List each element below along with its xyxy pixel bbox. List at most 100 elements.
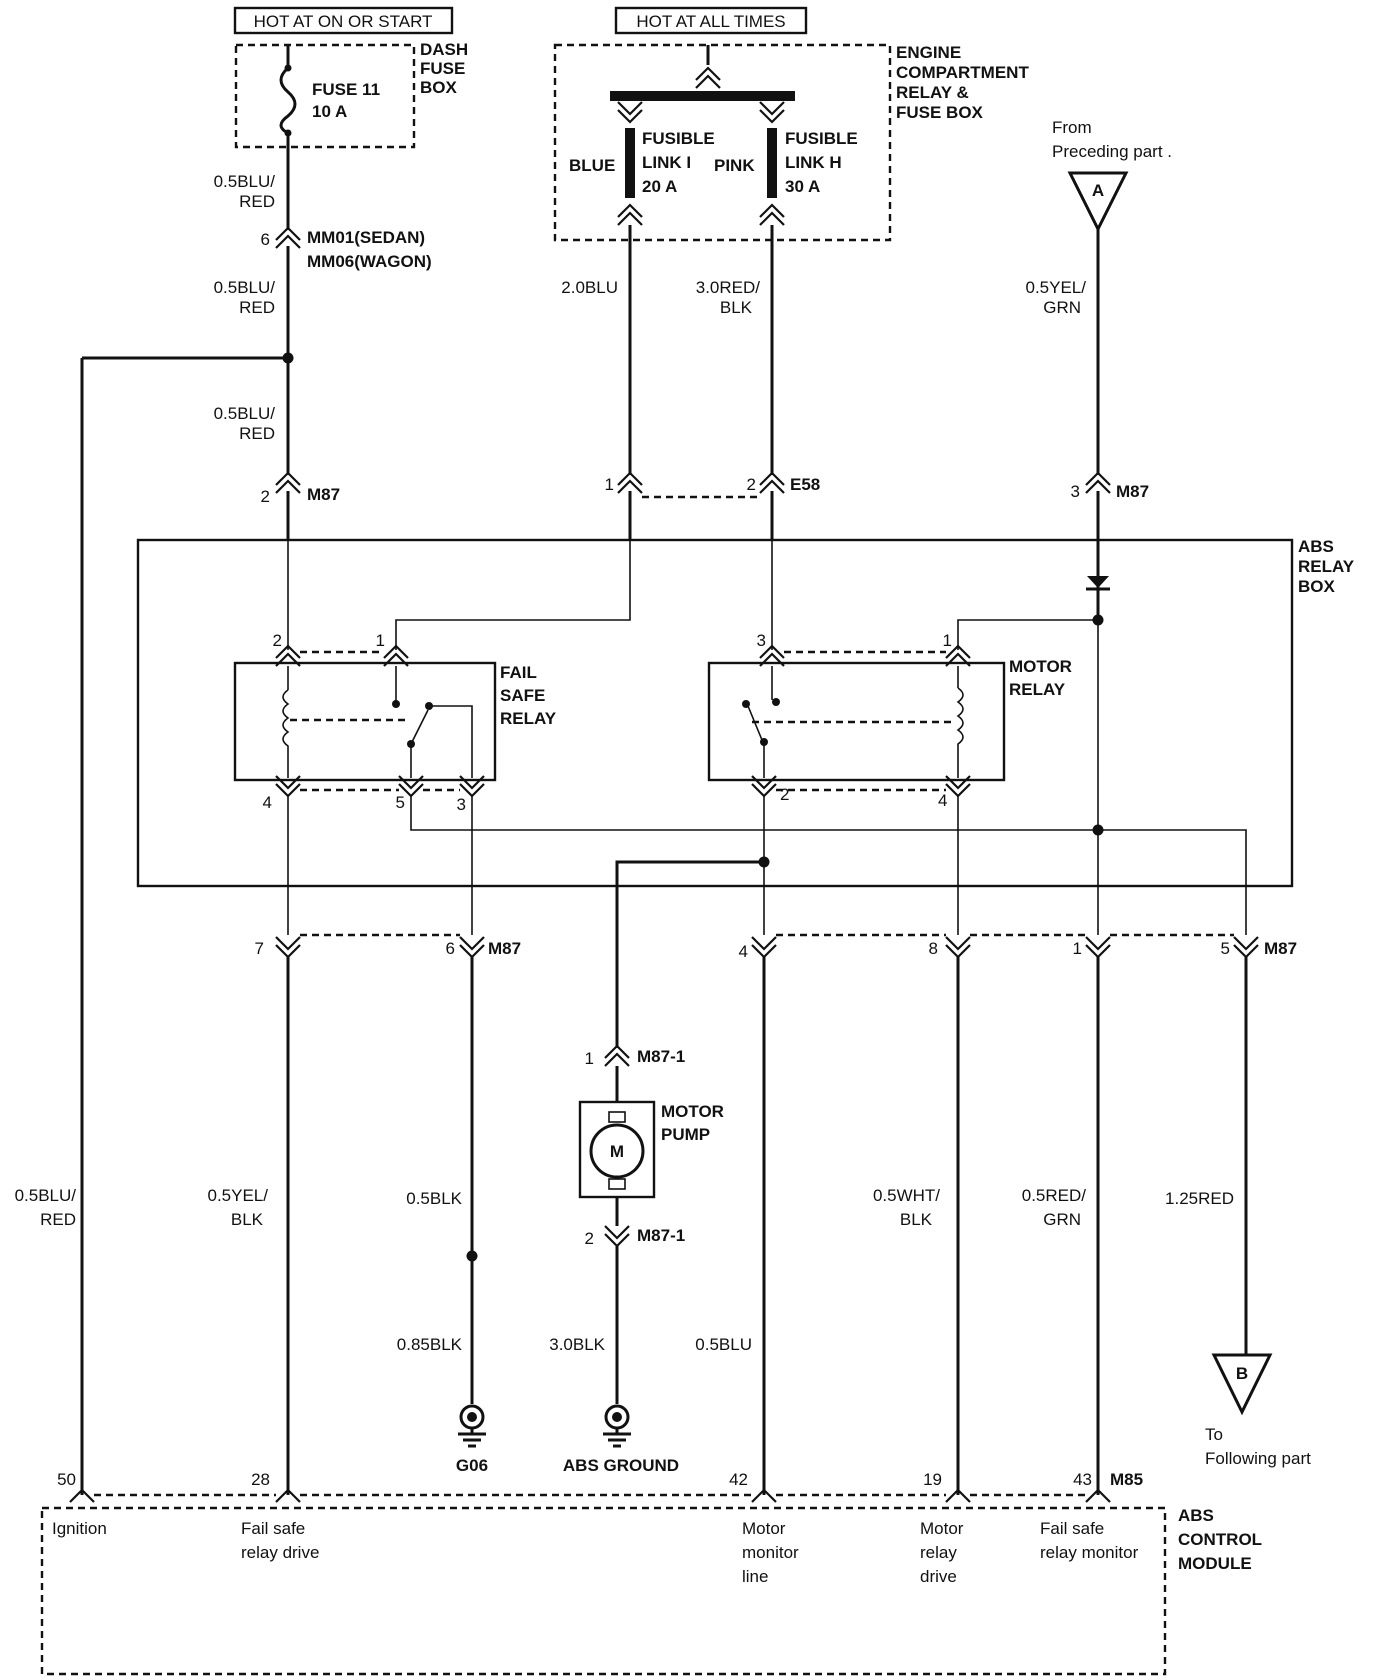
connector-label-mm06: MM06(WAGON) [307,252,432,271]
motor-pump: M 1 M87-1 MOTOR PUMP 2 M87-1 [578,1044,724,1404]
terminal-fail-safe-drive-1: Fail safe [241,1519,305,1538]
connector-label-m87-1-a: M87-1 [637,1047,685,1066]
fuse-11-label: FUSE 11 [312,80,380,99]
to-following-line2: Following part [1205,1449,1311,1468]
link-h-line2: LINK H [785,153,842,172]
wire-label-yel-blk-a: 0.5YEL/ [208,1186,269,1205]
fusible-link-i [625,128,635,198]
connector-label-m85: M85 [1110,1470,1143,1489]
wire-label-blu-red-1b: RED [239,192,275,211]
pin-fsr-4: 4 [263,793,272,812]
pin-acm-50: 50 [57,1470,76,1489]
to-following-part: B To Following part [1205,1353,1311,1468]
connector-m87-bottom: 7 6 M87 4 8 1 5 M87 [255,933,1297,961]
engine-box-name-1: ENGINE [896,43,961,62]
pin-acm-19: 19 [923,1470,942,1489]
motor-relay-coil [956,687,964,778]
terminal-motor-monitor-3: line [742,1567,768,1586]
pin-mr-1: 1 [943,631,952,650]
fail-safe-relay: 2 1 4 5 3 FAIL SAFE RELAY [233,540,631,814]
abs-control-module-name-2: CONTROL [1178,1530,1262,1549]
wire-label-0-5blu: 0.5BLU [695,1335,752,1354]
offpage-marker-b [1211,1353,1273,1416]
abs-relay-box-name-1: ABS [1298,537,1334,556]
wire-label-yel-blk-b: BLK [231,1210,264,1229]
terminal-motor-relay-drive-1: Motor [920,1519,964,1538]
link-i-line2: LINK I [642,153,691,172]
pin-mr-4: 4 [938,791,947,810]
from-preceding-line1: From [1052,118,1092,137]
connector-label-mm01: MM01(SEDAN) [307,228,425,247]
terminal-fail-safe-drive-2: relay drive [241,1543,319,1562]
pin-fsr-5: 5 [396,793,405,812]
dash-fuse-box-name-3: BOX [420,78,458,97]
motor-pump-name-1: MOTOR [661,1102,724,1121]
header-hot-ign-text: HOT AT ON OR START [254,12,433,31]
wire-label-blu-red-3b: RED [239,424,275,443]
connector-e58-2 [759,471,785,494]
terminal-ignition: Ignition [52,1519,107,1538]
wire-ignition-branch [80,356,290,1495]
pin-mr-3: 3 [757,631,766,650]
connector-label-m87-b: M87 [1116,482,1149,501]
terminal-motor-relay-drive-2: relay [920,1543,957,1562]
header-hot-all-text: HOT AT ALL TIMES [636,12,785,31]
terminal-fail-safe-monitor-2: relay monitor [1040,1543,1139,1562]
wire-label-0-85blk: 0.85BLK [397,1335,463,1354]
motor-symbol: M [610,1142,624,1161]
pin-m87-8: 8 [929,939,938,958]
from-preceding-part: From Preceding part . A [1052,118,1172,233]
diode-symbol [1087,576,1109,588]
marker-b-label: B [1236,1364,1248,1383]
abs-control-module-name-1: ABS [1178,1506,1214,1525]
motor-relay-name-1: MOTOR [1009,657,1072,676]
dash-fuse-box-name-1: DASH [420,40,468,59]
link-i-color: BLUE [569,156,615,175]
pin-m87-7: 7 [255,939,264,958]
connector-e58-1 [617,471,643,494]
pin-fsr-1: 1 [376,631,385,650]
marker-a-label: A [1092,181,1104,200]
connector-label-m87-a: M87 [307,485,340,504]
fuse-symbol [279,66,297,135]
terminal-motor-relay-drive-3: drive [920,1567,957,1586]
wire-label-2-0blu: 2.0BLU [561,278,618,297]
wire-motor-pump-feed [615,860,764,1048]
pin-m87-1: 1 [1073,939,1082,958]
terminal-fail-safe-monitor-1: Fail safe [1040,1519,1104,1538]
ground-abs: ABS GROUND [563,1404,679,1475]
header-hot-at-on-or-start: HOT AT ON OR START [233,6,454,35]
link-h-rating: 30 A [785,177,820,196]
fuse-11-rating: 10 A [312,102,347,121]
engine-box-name-4: FUSE BOX [896,103,984,122]
connector-label-e58: E58 [790,475,820,494]
ground-g06: G06 [456,1404,488,1475]
engine-box-name-2: COMPARTMENT [896,63,1029,82]
wire-label-0-5blk: 0.5BLK [406,1189,462,1208]
engine-box-name-3: RELAY & [896,83,969,102]
pin-e58-2: 2 [747,475,756,494]
pin-acm-28: 28 [251,1470,270,1489]
pin-acm-43: 43 [1073,1470,1092,1489]
link-i-rating: 20 A [642,177,677,196]
motor-relay: 3 1 2 4 MOTOR RELAY [707,540,1098,810]
wire-label-wht-blk-a: 0.5WHT/ [873,1186,940,1205]
dash-fuse-box-name-2: FUSE [420,59,465,78]
dash-fuse-box: FUSE 11 10 A DASH FUSE BOX [234,40,468,149]
terminal-motor-monitor-2: monitor [742,1543,799,1562]
pin-mr-2: 2 [780,785,789,804]
wire-label-blu-red-4b: RED [40,1210,76,1229]
ground-abs-label: ABS GROUND [563,1456,679,1475]
pin-m87-2: 2 [261,487,270,506]
pin-m87-1-a: 1 [585,1049,594,1068]
fail-safe-coil [282,689,290,778]
pin-e58-1: 1 [605,475,614,494]
connector-m87-2 [275,471,301,494]
fusible-link-h [767,128,777,198]
connector-label-m87-1-b: M87-1 [637,1226,685,1245]
abs-relay-box-name-3: BOX [1298,577,1336,596]
fail-safe-relay-name-2: SAFE [500,686,545,705]
wire-label-3-0blk: 3.0BLK [549,1335,605,1354]
wire-label-red-blk-a: 3.0RED/ [696,278,761,297]
